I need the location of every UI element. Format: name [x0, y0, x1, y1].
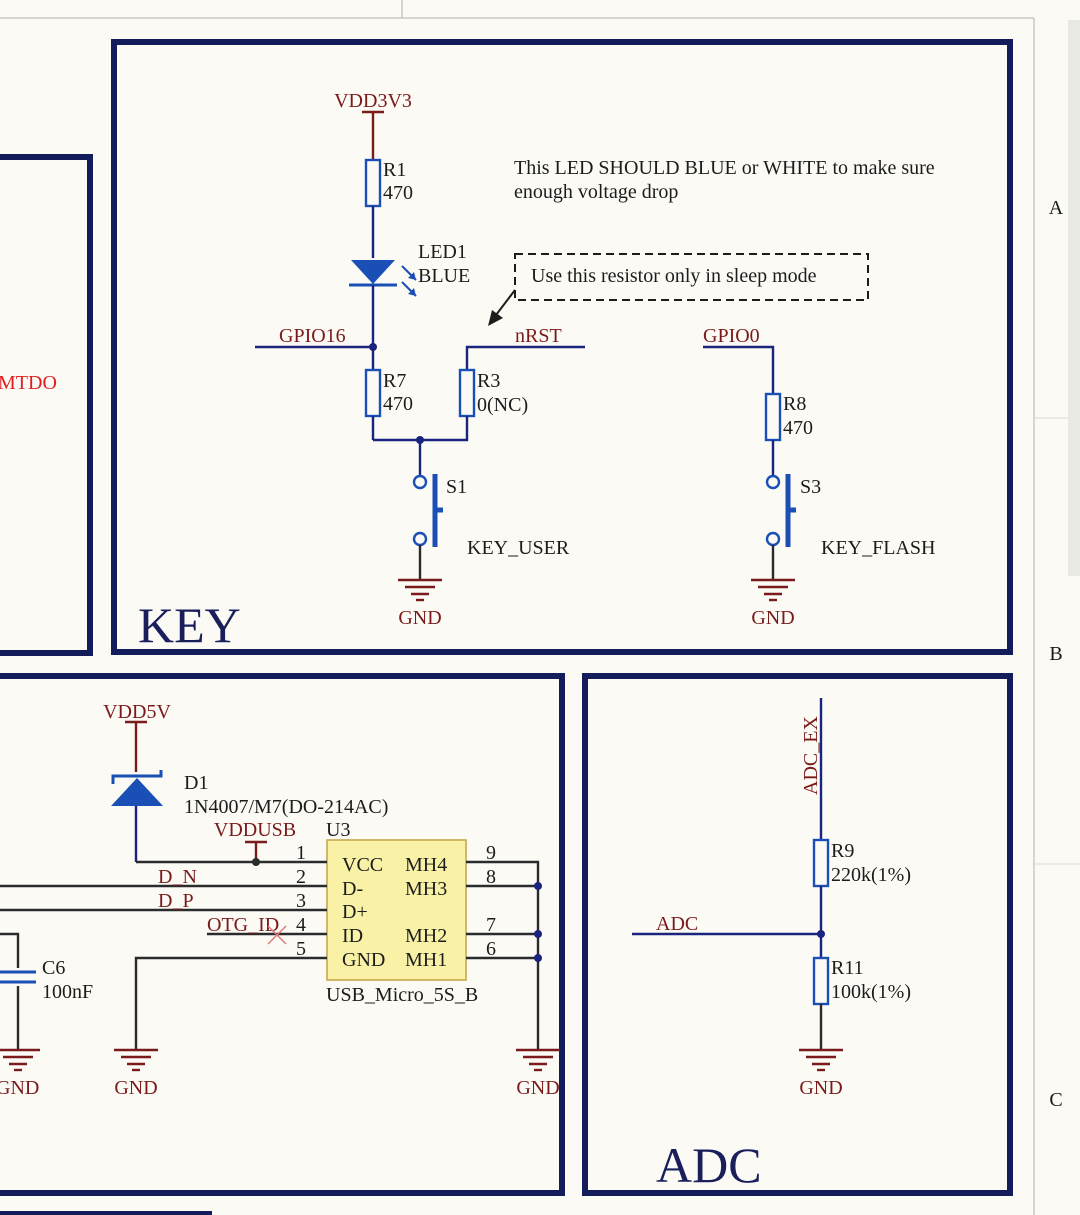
r9-ref: R9 [831, 840, 854, 862]
zone-label-a: A [1049, 197, 1064, 219]
r11-ref: R11 [831, 957, 864, 979]
net-label-otg-id: OTG_ID [207, 914, 279, 936]
u3-pin-id: ID [342, 925, 363, 947]
u3-pin-dminus: D- [342, 878, 363, 900]
net-label-gnd-s3: GND [751, 607, 794, 629]
u3-pin-number-1: 1 [296, 842, 306, 864]
u3-pin-number-9: 9 [486, 842, 496, 864]
led1-diode [349, 260, 417, 297]
s1-switch [412, 474, 443, 547]
u3-pin-dplus: D+ [342, 901, 368, 923]
vdd5v-power-port [125, 720, 147, 772]
u3-pin-gnd: GND [342, 949, 385, 971]
u3-connector-body [326, 839, 467, 981]
net-label-gnd-c6: GND [0, 1077, 39, 1099]
u3-value: USB_Micro_5S_B [326, 984, 478, 1006]
r7-value: 470 [383, 393, 413, 415]
led1-value: BLUE [418, 265, 470, 287]
led1-ref: LED1 [418, 241, 467, 263]
gnd-symbol-c6 [0, 1048, 40, 1072]
r8-value: 470 [783, 417, 813, 439]
u3-pin-mh4: MH4 [405, 854, 447, 876]
net-label-adc: ADC [656, 913, 698, 935]
resistor-note-box [514, 253, 869, 301]
s1-ref: S1 [446, 476, 467, 498]
r9-resistor [812, 838, 830, 888]
r1-resistor [364, 158, 382, 208]
r3-resistor [458, 368, 476, 418]
u3-pin-number-3: 3 [296, 890, 306, 912]
r7-ref: R7 [383, 370, 406, 392]
u3-pin-mh2: MH2 [405, 925, 447, 947]
gnd-symbol-shield [516, 1048, 560, 1072]
s1-label: KEY_USER [467, 537, 570, 559]
u3-ref: U3 [326, 819, 350, 841]
net-label-gnd-adc: GND [799, 1077, 842, 1099]
u3-pin-number-7: 7 [486, 914, 496, 936]
gnd-symbol-s3 [751, 578, 795, 602]
r1-ref: R1 [383, 159, 406, 181]
net-label-adc-ex: ADC_EX [800, 716, 822, 795]
r8-resistor [764, 392, 782, 442]
net-label-nrst: nRST [515, 325, 562, 347]
s3-switch [765, 474, 796, 547]
net-label-gnd-s1: GND [398, 607, 441, 629]
net-label-mtdo: MTDO [0, 372, 57, 394]
r8-ref: R8 [783, 393, 806, 415]
vdd3v3-power-port [362, 110, 384, 160]
resistor-note: Use this resistor only in sleep mode [531, 265, 817, 287]
r11-resistor [812, 956, 830, 1006]
adc-block-frame [582, 673, 1013, 1196]
s3-label: KEY_FLASH [821, 537, 935, 559]
d1-value: 1N4007/M7(DO-214AC) [184, 796, 388, 818]
net-label-dp: D_P [158, 890, 194, 912]
r3-value: 0(NC) [477, 394, 528, 416]
u3-pin-mh3: MH3 [405, 878, 447, 900]
left-block-frame [0, 154, 93, 656]
net-label-gpio0: GPIO0 [703, 325, 760, 347]
r9-value: 220k(1%) [831, 864, 911, 886]
d1-ref: D1 [184, 772, 208, 794]
net-label-vdd5v: VDD5V [103, 701, 171, 723]
net-label-vddusb: VDDUSB [214, 819, 296, 841]
net-label-gnd-usb: GND [114, 1077, 157, 1099]
no-connect-marker [267, 925, 287, 945]
u3-pin-mh1: MH1 [405, 949, 447, 971]
u3-pin-vcc: VCC [342, 854, 383, 876]
c6-value: 100nF [42, 981, 93, 1003]
c6-ref: C6 [42, 957, 65, 979]
s3-ref: S3 [800, 476, 821, 498]
r1-value: 470 [383, 182, 413, 204]
led-note-line2: enough voltage drop [514, 181, 678, 203]
note-arrow [488, 289, 516, 326]
led-note-line1: This LED SHOULD BLUE or WHITE to make su… [514, 157, 935, 179]
c6-capacitor [0, 932, 36, 1050]
key-block-title: KEY [138, 597, 241, 653]
net-label-gnd-shield: GND [516, 1077, 559, 1099]
zone-label-b: B [1049, 643, 1062, 665]
adc-block-title: ADC [656, 1137, 762, 1193]
r7-resistor [364, 368, 382, 418]
r3-ref: R3 [477, 370, 500, 392]
u3-pin-number-5: 5 [296, 938, 306, 960]
gnd-symbol-s1 [398, 578, 442, 602]
r11-value: 100k(1%) [831, 981, 911, 1003]
d1-diode [111, 770, 163, 862]
u3-pin-number-2: 2 [296, 866, 306, 888]
net-label-gpio16: GPIO16 [279, 325, 346, 347]
u3-pin-number-4: 4 [296, 914, 306, 936]
gnd-symbol-usb [114, 1048, 158, 1072]
net-label-dn: D_N [158, 866, 197, 888]
gnd-symbol-adc [799, 1048, 843, 1072]
key-block-frame [111, 39, 1013, 655]
net-label-vdd3v3: VDD3V3 [334, 90, 412, 112]
zone-label-c: C [1049, 1089, 1062, 1111]
u3-pin-number-8: 8 [486, 866, 496, 888]
usb-block-frame [0, 673, 565, 1196]
u3-pin-number-6: 6 [486, 938, 496, 960]
